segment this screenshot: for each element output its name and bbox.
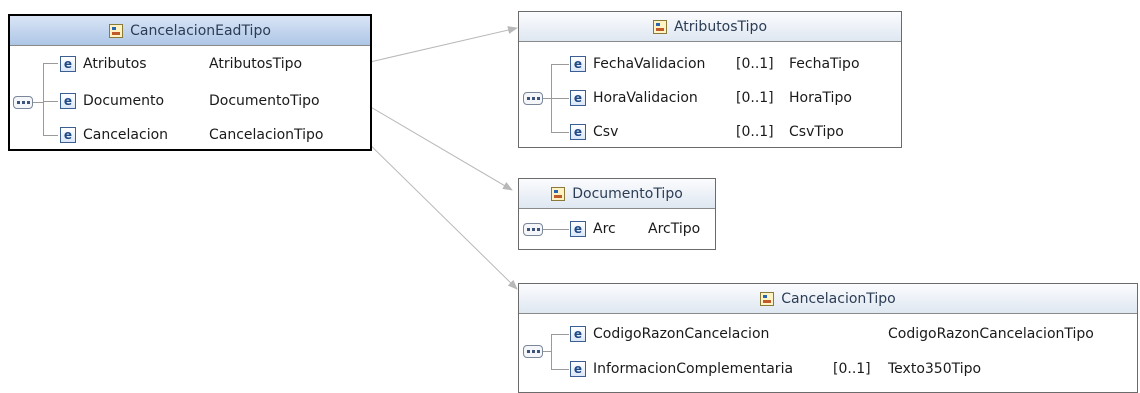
element-type: FechaTipo xyxy=(789,56,860,72)
element-icon: e xyxy=(570,326,586,342)
cancelacion-ead-tipo-header[interactable]: CancelacionEadTipo xyxy=(10,16,370,46)
element-cardinality: [0..1] xyxy=(833,361,871,377)
tree-branch xyxy=(543,98,551,99)
sequence-icon[interactable] xyxy=(13,96,33,109)
element-icon: e xyxy=(60,127,76,143)
documento-tipo-box[interactable]: DocumentoTipo e Arc ArcTipo xyxy=(518,178,716,250)
element-row-arc[interactable]: e Arc xyxy=(570,217,616,241)
sequence-icon[interactable] xyxy=(523,345,543,358)
documento-tipo-header[interactable]: DocumentoTipo xyxy=(519,179,715,209)
box-title: DocumentoTipo xyxy=(572,185,683,202)
element-row-hora-validacion[interactable]: e HoraValidacion xyxy=(570,86,698,110)
tree-branch xyxy=(543,229,569,230)
complex-type-icon xyxy=(652,19,667,34)
element-cardinality: [0..1] xyxy=(736,90,774,106)
box-title: CancelacionEadTipo xyxy=(130,22,271,39)
tree-branch xyxy=(551,64,569,65)
tree-branch xyxy=(551,98,569,99)
atributos-tipo-header[interactable]: AtributosTipo xyxy=(519,12,901,42)
link-cancelacion xyxy=(356,131,518,290)
element-type: Texto350Tipo xyxy=(888,361,982,377)
reference-links xyxy=(356,26,518,290)
element-name: Arc xyxy=(593,221,616,237)
element-row-csv[interactable]: e Csv xyxy=(570,120,618,144)
element-name: Csv xyxy=(593,124,619,140)
tree-connector xyxy=(551,334,552,369)
element-type: CodigoRazonCancelacionTipo xyxy=(888,326,1094,342)
tree-connector xyxy=(43,63,44,135)
element-icon: e xyxy=(570,90,586,106)
sequence-icon[interactable] xyxy=(523,223,543,236)
element-row-fecha-validacion[interactable]: e FechaValidacion xyxy=(570,52,705,76)
element-icon: e xyxy=(60,56,76,72)
tree-branch xyxy=(43,101,58,102)
link-documento xyxy=(356,98,513,191)
element-name: Cancelacion xyxy=(83,127,169,143)
tree-branch xyxy=(43,135,58,136)
cancelacion-tipo-box[interactable]: CancelacionTipo e CodigoRazonCancelacion… xyxy=(518,283,1138,393)
sequence-icon[interactable] xyxy=(523,92,543,105)
complex-type-icon xyxy=(109,23,124,38)
element-cardinality: [0..1] xyxy=(736,124,774,140)
element-row-atributos[interactable]: e Atributos xyxy=(60,52,147,76)
box-title: CancelacionTipo xyxy=(781,290,896,307)
element-name: Atributos xyxy=(83,56,147,72)
element-type: DocumentoTipo xyxy=(209,93,320,109)
element-row-documento[interactable]: e Documento xyxy=(60,89,164,113)
element-row-codigo-razon-cancelacion[interactable]: e CodigoRazonCancelacion xyxy=(570,322,769,346)
tree-branch xyxy=(33,102,43,103)
element-type: AtributosTipo xyxy=(209,56,303,72)
element-row-informacion-complementaria[interactable]: e InformacionComplementaria xyxy=(570,357,793,381)
link-atributos xyxy=(356,26,518,66)
complex-type-icon xyxy=(551,186,566,201)
tree-branch xyxy=(551,334,569,335)
element-icon: e xyxy=(60,93,76,109)
box-title: AtributosTipo xyxy=(673,18,768,35)
element-icon: e xyxy=(570,124,586,140)
element-type: HoraTipo xyxy=(789,90,852,106)
element-cardinality: [0..1] xyxy=(736,56,774,72)
cancelacion-tipo-header[interactable]: CancelacionTipo xyxy=(519,284,1137,314)
element-type: ArcTipo xyxy=(648,221,701,237)
element-name: InformacionComplementaria xyxy=(593,361,794,377)
element-type: CancelacionTipo xyxy=(209,127,324,143)
element-name: HoraValidacion xyxy=(593,90,698,106)
tree-branch xyxy=(543,351,551,352)
element-icon: e xyxy=(570,361,586,377)
element-name: FechaValidacion xyxy=(593,56,706,72)
atributos-tipo-box[interactable]: AtributosTipo e FechaValidacion [0..1] F… xyxy=(518,11,902,148)
tree-branch xyxy=(551,132,569,133)
element-row-cancelacion[interactable]: e Cancelacion xyxy=(60,123,168,147)
element-name: Documento xyxy=(83,93,165,109)
element-icon: e xyxy=(570,221,586,237)
element-type: CsvTipo xyxy=(789,124,844,140)
tree-branch xyxy=(43,63,58,64)
tree-branch xyxy=(551,369,569,370)
cancelacion-ead-tipo-box[interactable]: CancelacionEadTipo e Atributos Atributos… xyxy=(8,14,372,151)
complex-type-icon xyxy=(760,291,775,306)
element-name: CodigoRazonCancelacion xyxy=(593,326,770,342)
element-icon: e xyxy=(570,56,586,72)
